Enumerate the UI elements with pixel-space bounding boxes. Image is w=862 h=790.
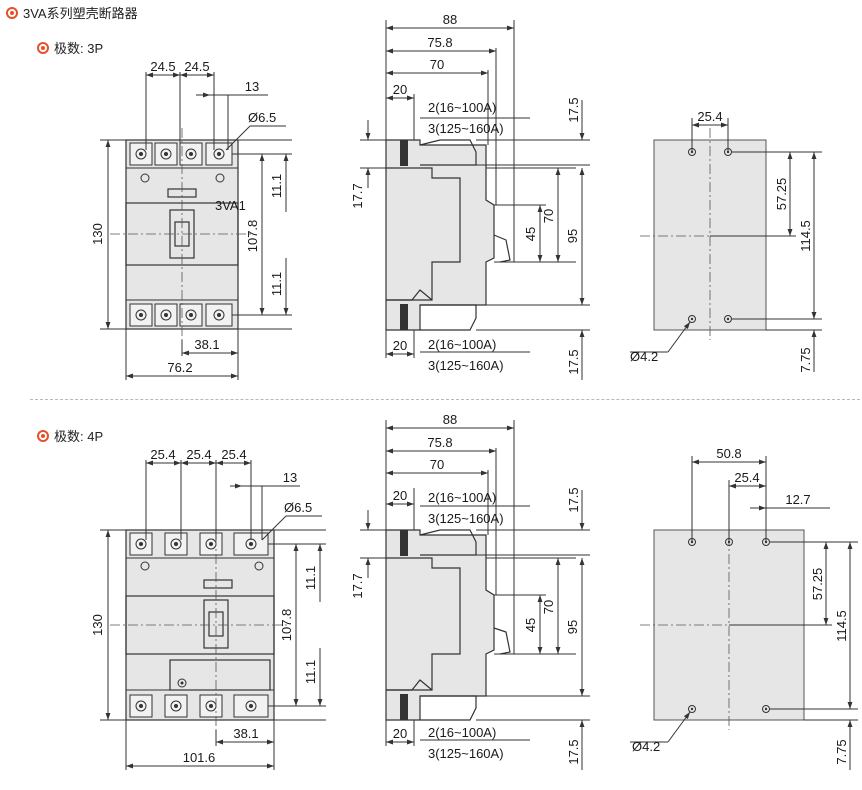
dim-4p-side-758: 75.8 (427, 435, 452, 450)
dim-4p-pitch1: 25.4 (150, 447, 175, 462)
bullet-icon (37, 429, 49, 442)
dim-4p-hole: Ø6.5 (284, 500, 312, 515)
dim-3p-side-bot-a2: 3(125~160A) (428, 358, 504, 373)
dim-3p-hole: Ø6.5 (248, 110, 276, 125)
dim-3p-width: 76.2 (167, 360, 192, 375)
dim-3p-mount-5725: 57.25 (774, 178, 789, 211)
dim-4p-side-95: 95 (565, 620, 580, 634)
dim-3p-inner: 107.8 (245, 220, 260, 253)
dim-3p-side-175-top: 17.5 (566, 97, 581, 122)
dim-4p-bottom-offset: 11.1 (303, 660, 318, 684)
terminals-bottom-3p (129, 303, 233, 327)
dim-3p-height: 130 (90, 223, 105, 245)
mount-view-4p: 50.8 25.4 12.7 57.25 114.5 7.75 Ø4.2 (630, 446, 858, 770)
dim-4p-height: 130 (90, 614, 105, 636)
dim-4p-side-bot-a2: 3(125~160A) (428, 746, 504, 761)
mount-view-3p: 25.4 57.25 114.5 7.75 Ø4.2 (630, 109, 822, 373)
dim-3p-side-177: 17.7 (350, 183, 365, 208)
dim-4p-mount-5725: 57.25 (810, 568, 825, 601)
dim-4p-mount-775: 7.75 (834, 739, 849, 764)
dim-4p-side-20-top: 20 (393, 488, 407, 503)
dim-4p-width: 101.6 (183, 750, 216, 765)
dim-4p-13: 13 (283, 470, 297, 485)
pole-label-3p: 极数: 3P (54, 41, 104, 56)
dim-3p-13: 13 (245, 79, 259, 94)
dim-3p-side-bot-a1: 2(16~100A) (428, 337, 496, 352)
dim-4p-side-175-bot: 17.5 (566, 739, 581, 764)
dim-4p-mount-254: 25.4 (734, 470, 759, 485)
dim-4p-center: 38.1 (233, 726, 258, 741)
dim-4p-side-70: 70 (430, 457, 444, 472)
dim-4p-inner: 107.8 (279, 609, 294, 642)
dim-3p-side-70: 70 (430, 57, 444, 72)
section-3p-label: 极数: 3P (37, 38, 103, 57)
dim-3p-mount-hole: Ø4.2 (630, 349, 658, 364)
dim-3p-side-20-bot: 20 (393, 338, 407, 353)
dim-3p-side-top-a1: 2(16~100A) (428, 100, 496, 115)
dim-3p-top-offset: 11.1 (269, 174, 284, 198)
dim-4p-mount-127: 12.7 (785, 492, 810, 507)
front-view-4p: 25.4 25.4 25.4 13 Ø6.5 130 107.8 11.1 11… (90, 447, 326, 770)
brand-mark-3p: 3VA1 (215, 198, 246, 213)
dim-4p-top-offset: 11.1 (303, 566, 318, 590)
dim-4p-side-88: 88 (443, 412, 457, 427)
section-4p-label: 极数: 4P (37, 426, 103, 445)
dim-3p-mount-1145: 114.5 (798, 220, 813, 252)
dim-4p-side-20-bot: 20 (393, 726, 407, 741)
pole-label-4p: 极数: 4P (54, 429, 104, 444)
label-plate-4p (203, 579, 233, 589)
dim-3p-side-758: 75.8 (427, 35, 452, 50)
dim-3p-side-top-a2: 3(125~160A) (428, 121, 504, 136)
front-view-3p: 3VA1 24.5 24.5 13 Ø6.5 130 107.8 1 (90, 59, 292, 380)
dim-3p-pitch2: 24.5 (184, 59, 209, 74)
dim-4p-side-top-a1: 2(16~100A) (428, 490, 496, 505)
dim-4p-side-45: 45 (523, 618, 538, 632)
section-divider (30, 399, 860, 400)
dim-4p-pitch2: 25.4 (186, 447, 211, 462)
dim-3p-side-70v: 70 (541, 209, 556, 223)
dim-4p-side-177: 17.7 (350, 573, 365, 598)
dim-4p-mount-hole: Ø4.2 (632, 739, 660, 754)
dim-4p-side-175-top: 17.5 (566, 487, 581, 512)
dim-4p-side-top-a2: 3(125~160A) (428, 511, 504, 526)
dim-3p-side-95: 95 (565, 229, 580, 243)
dim-3p-side-88: 88 (443, 12, 457, 27)
dim-3p-bottom-offset: 11.1 (269, 272, 284, 296)
dim-4p-mount-508: 50.8 (716, 446, 741, 461)
dim-3p-center: 38.1 (194, 337, 219, 352)
dim-4p-side-70v: 70 (541, 600, 556, 614)
dim-4p-mount-1145: 114.5 (834, 610, 849, 642)
bullet-icon (6, 6, 18, 19)
side-view-3p: 88 75.8 70 20 2(16~100A) 3(125~160A) 17.… (350, 12, 590, 380)
dim-3p-mount-pitch: 25.4 (697, 109, 722, 124)
dim-4p-pitch3: 25.4 (221, 447, 246, 462)
terminals-top-3p (129, 142, 233, 166)
bullet-icon (37, 41, 49, 54)
dim-3p-pitch1: 24.5 (150, 59, 175, 74)
dim-4p-side-bot-a1: 2(16~100A) (428, 725, 496, 740)
dim-3p-mount-775: 7.75 (798, 347, 813, 372)
side-view-4p: 88 75.8 70 20 2(16~100A) 3(125~160A) 17.… (350, 412, 590, 770)
dim-3p-side-175-bot: 17.5 (566, 349, 581, 374)
terminals-bottom-4p (129, 694, 269, 718)
page-title: 3VA系列塑壳断路器 (6, 3, 138, 22)
dim-3p-side-45: 45 (523, 227, 538, 241)
page-title-text: 3VA系列塑壳断路器 (23, 6, 138, 21)
dim-3p-side-20-top: 20 (393, 82, 407, 97)
